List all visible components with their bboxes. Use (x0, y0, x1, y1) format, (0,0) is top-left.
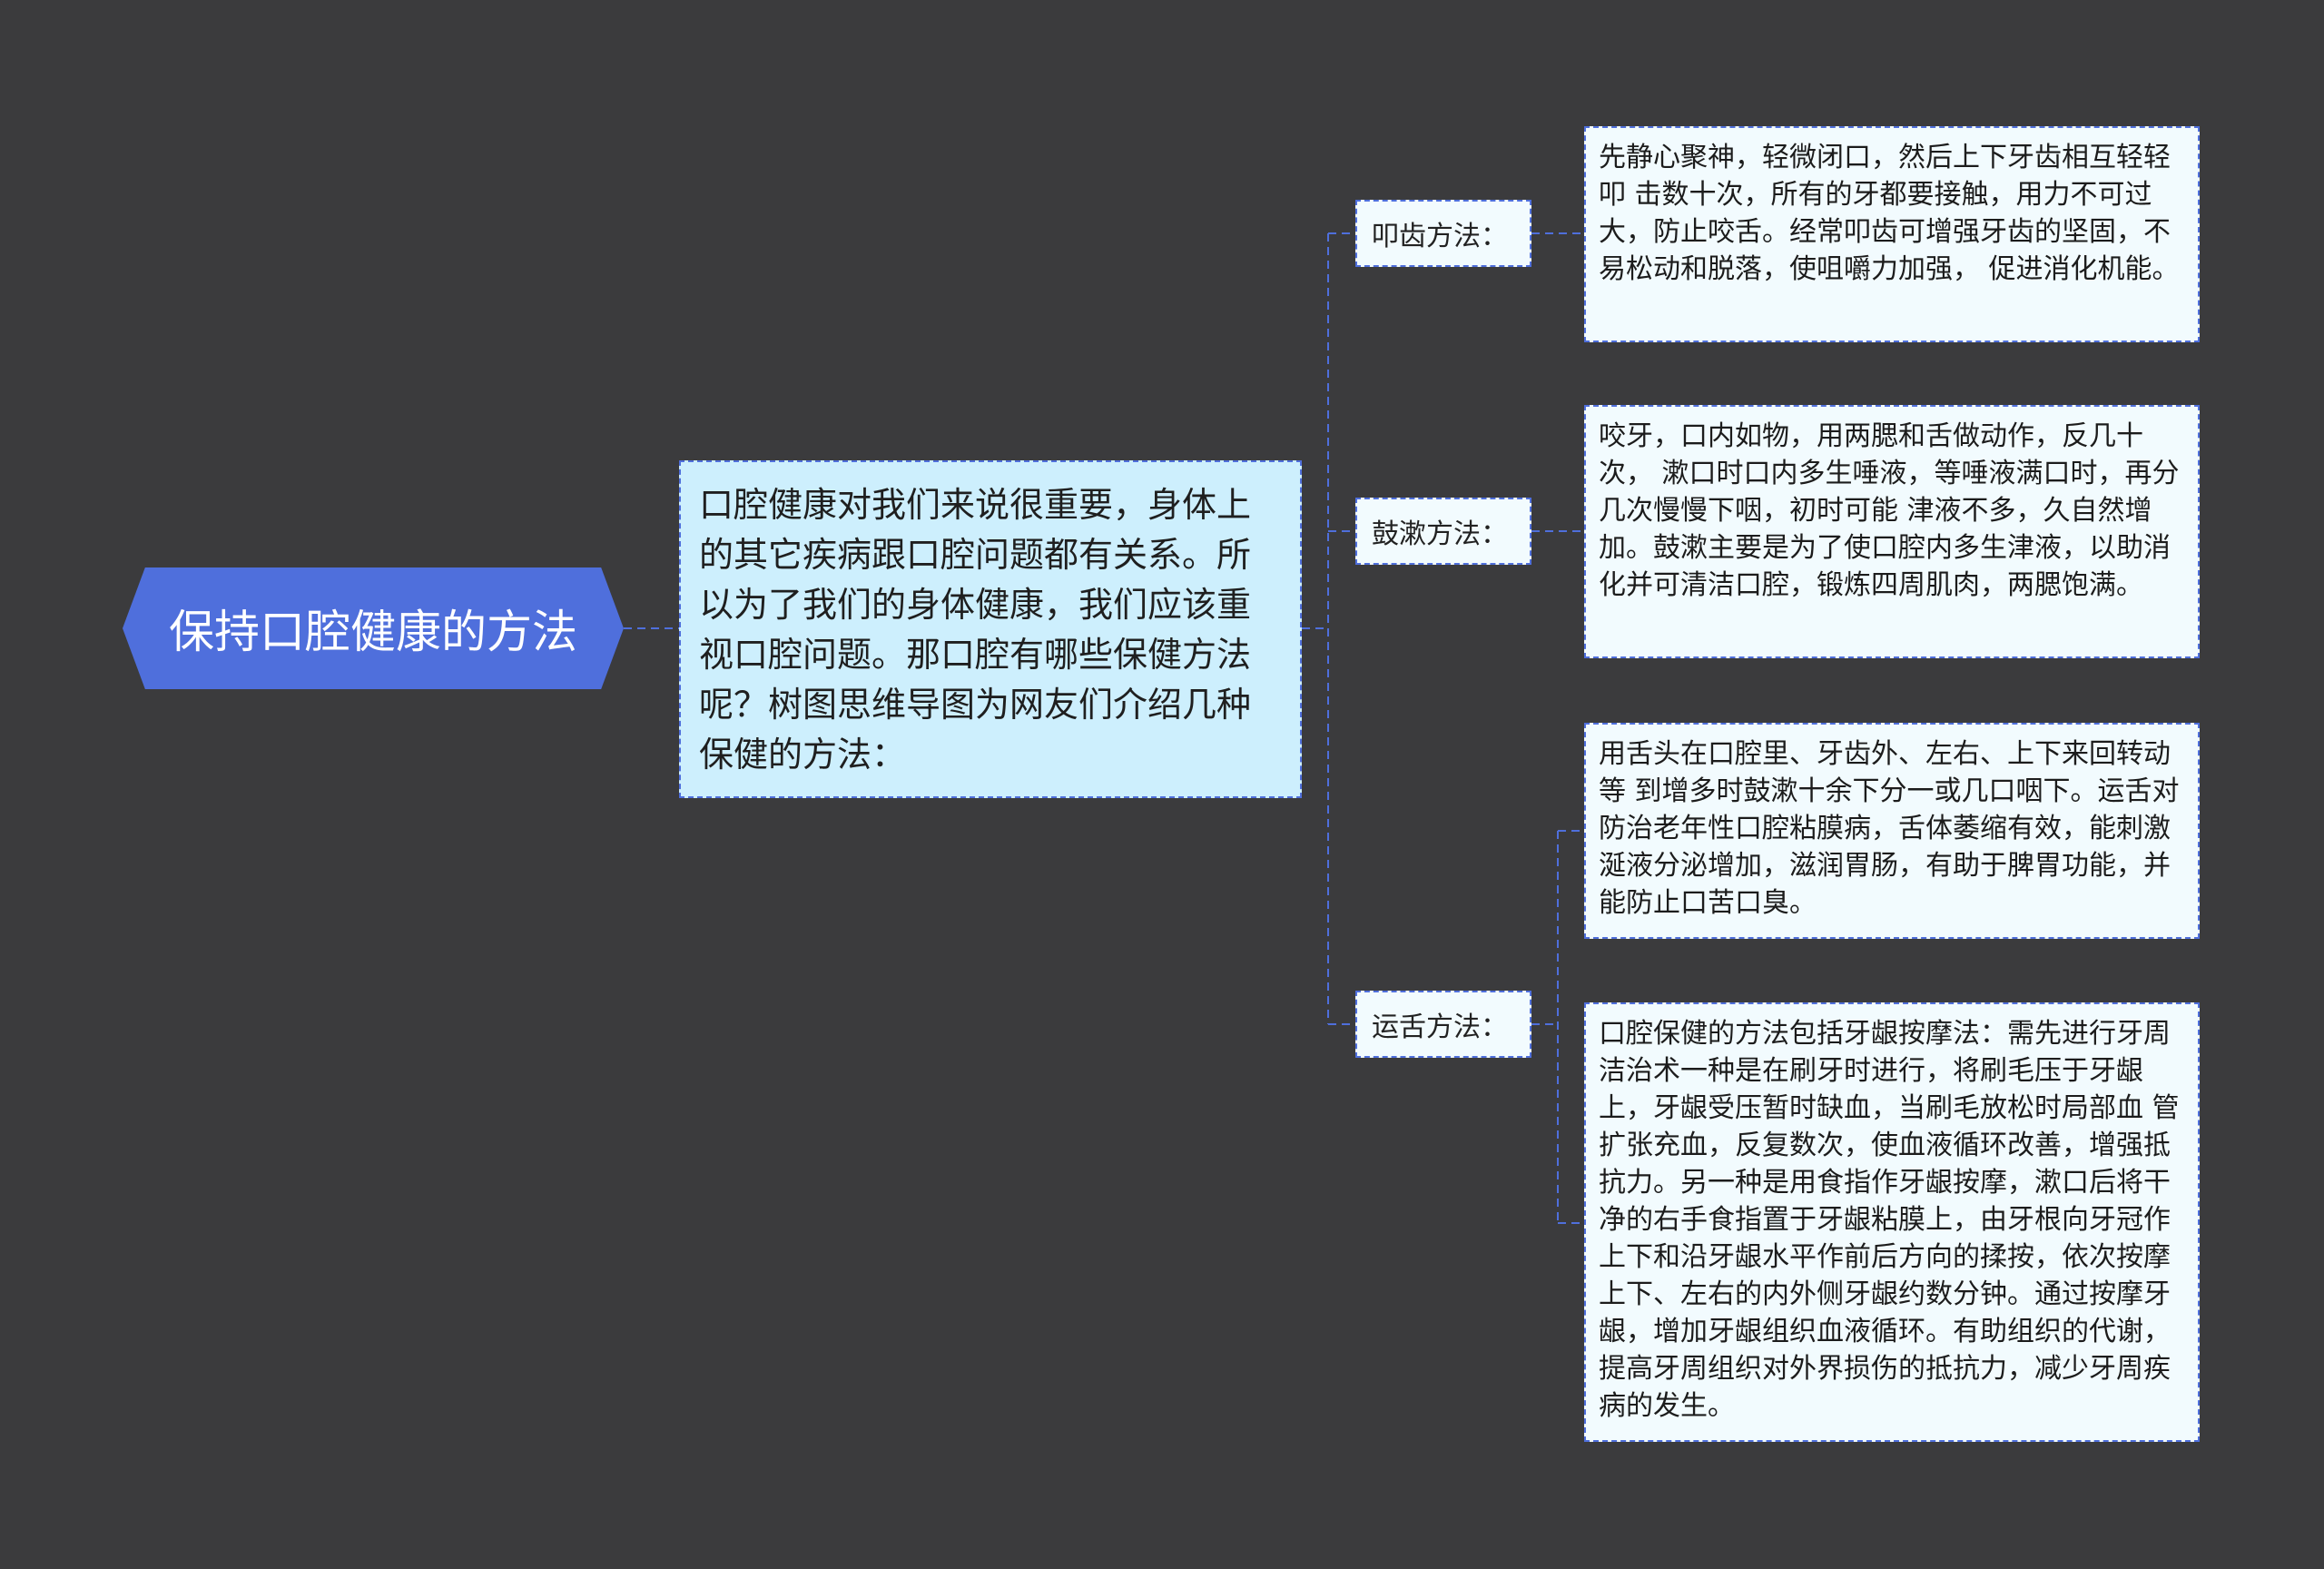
detail-text: 用舌头在口腔里、牙齿外、左右、上下来回转动等 到增多时鼓漱十余下分一或几口咽下。… (1599, 738, 2180, 919)
root-node[interactable]: 保持口腔健康的方法 (123, 567, 624, 689)
detail-node-gum-massage[interactable]: 口腔保健的方法包括牙龈按摩法：需先进行牙周洁治术一种是在刷牙时进行，将刷毛压于牙… (1584, 1002, 2200, 1442)
detail-node-gushu[interactable]: 咬牙，口内如物，用两腮和舌做动作，反几十次， 漱口时口内多生唾液，等唾液满口时，… (1584, 405, 2200, 658)
method-label: 鼓漱方法： (1372, 518, 1508, 550)
detail-text: 咬牙，口内如物，用两腮和舌做动作，反几十次， 漱口时口内多生唾液，等唾液满口时，… (1599, 420, 2180, 601)
method-node-kouchi[interactable]: 叩齿方法： (1355, 200, 1531, 267)
method-node-gushu[interactable]: 鼓漱方法： (1355, 498, 1531, 565)
method-label: 叩齿方法： (1372, 221, 1508, 252)
intro-node[interactable]: 口腔健康对我们来说很重要，身体上的其它疾病跟口腔问题都有关系。所以为了我们的身体… (679, 460, 1302, 798)
detail-text: 先静心聚神，轻微闭口，然后上下牙齿相互轻轻叩 击数十次，所有的牙都要接触，用力不… (1599, 142, 2180, 285)
method-label: 运舌方法： (1372, 1011, 1508, 1043)
intro-text: 口腔健康对我们来说很重要，身体上的其它疾病跟口腔问题都有关系。所以为了我们的身体… (699, 485, 1252, 775)
method-node-yunshe[interactable]: 运舌方法： (1355, 991, 1531, 1058)
detail-text: 口腔保健的方法包括牙龈按摩法：需先进行牙周洁治术一种是在刷牙时进行，将刷毛压于牙… (1599, 1018, 2180, 1422)
detail-node-yunshe[interactable]: 用舌头在口腔里、牙齿外、左右、上下来回转动等 到增多时鼓漱十余下分一或几口咽下。… (1584, 723, 2200, 939)
root-title: 保持口腔健康的方法 (169, 606, 577, 658)
detail-node-kouchi[interactable]: 先静心聚神，轻微闭口，然后上下牙齿相互轻轻叩 击数十次，所有的牙都要接触，用力不… (1584, 126, 2200, 342)
